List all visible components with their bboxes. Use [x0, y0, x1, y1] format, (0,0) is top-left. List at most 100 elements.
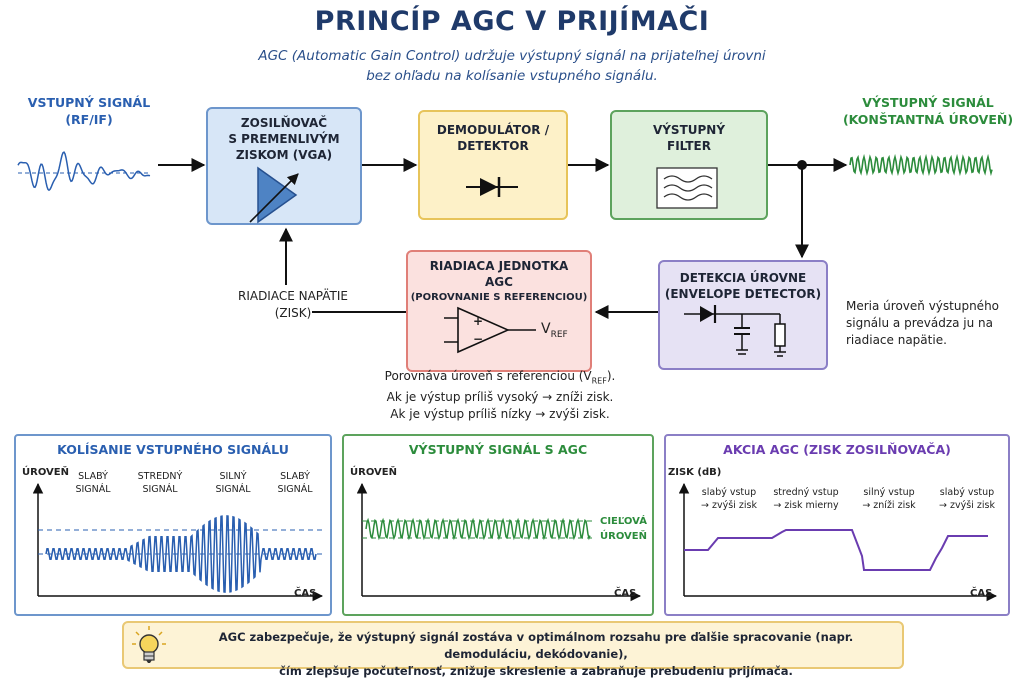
panel-3-y-label: ZISK (dB) [668, 467, 722, 478]
control-voltage-line-2: (ZISK) [274, 306, 312, 320]
level-detection-title: DETEKCIA ÚROVNE (ENVELOPE DETECTOR) [660, 270, 826, 302]
agc-note-line-3: Ak je výstup príliš nízky → zvýši zisk. [390, 407, 610, 422]
p3-l2-b: → zníži zisk [862, 500, 916, 511]
envelope-detector-schematic [684, 305, 786, 357]
input-variation-waveform [45, 515, 317, 593]
vga-block: ZOSILŇOVAČ S PREMENLIVÝM ZISKOM (VGA) [206, 107, 362, 225]
panel-2-y-label: ÚROVEŇ [350, 467, 397, 478]
vga-title-line-1: ZOSILŇOVAČ [240, 116, 328, 130]
target-level-line-1: CIEĽOVÁ [600, 516, 647, 527]
demodulator-title-line-2: DETEKTOR [457, 139, 529, 153]
panel-output-with-agc: VÝSTUPNÝ SIGNÁL S AGC ÚROVEŇ ČAS CIEĽOVÁ… [342, 434, 654, 616]
input-signal-label-line-1: VSTUPNÝ SIGNÁL [27, 95, 151, 110]
output-signal-label-line-2: (KONŠTANTNÁ ÚROVEŇ) [842, 112, 1014, 127]
panel-agc-action-chart [678, 482, 998, 602]
level-title-line-2: (ENVELOPE DETECTOR) [664, 287, 822, 301]
footer-text: AGC zabezpečuje, že výstupný signál zost… [180, 629, 892, 680]
filter-title-line-1: VÝSTUPNÝ [652, 123, 726, 137]
p1-l1-a: STREDNÝ [137, 471, 183, 482]
target-level-label: CIEĽOVÁ ÚROVEŇ [600, 514, 647, 544]
level-note-line-3: riadiace napätie. [846, 333, 947, 347]
level-title-line-1: DETEKCIA ÚROVNE [679, 271, 807, 285]
subtitle-line-1: AGC (Automatic Gain Control) udržuje výs… [258, 48, 766, 64]
panel-3-label-4: slabý vstup → zvýši zisk [932, 486, 1002, 512]
filter-icon [656, 167, 718, 209]
agc-note-line-1-end: ). [606, 369, 616, 383]
gain-curve [684, 529, 988, 571]
demodulator-title-line-1: DEMODULÁTOR / [436, 123, 550, 137]
variable-gain-arrow-icon [249, 173, 299, 223]
agc-title-line-3: (POROVNANIE S REFERENCIOU) [410, 292, 588, 303]
level-detection-note: Meria úroveň výstupného signálu a prevád… [846, 298, 1016, 349]
subtitle: AGC (Automatic Gain Control) udržuje výs… [140, 46, 884, 86]
p1-l2-b: SIGNÁL [215, 484, 251, 495]
control-voltage-label: RIADIACE NAPÄTIE (ZISK) [218, 288, 368, 322]
p1-l3-b: SIGNÁL [277, 484, 313, 495]
panel-1-label-medium: STREDNÝ SIGNÁL [130, 470, 190, 496]
output-waveform [849, 153, 993, 177]
p1-l1-b: SIGNÁL [142, 484, 178, 495]
vref-text: V [541, 321, 551, 337]
agc-title-line-2: AGC [485, 275, 513, 289]
vref-subscript: REF [550, 329, 568, 340]
panel-1-label-weak-2: SLABÝ SIGNÁL [268, 470, 322, 496]
vga-title-line-3: ZISKOM (VGA) [235, 148, 333, 162]
panel-3-label-1: slabý vstup→ zvýši zisk [694, 486, 764, 512]
p1-l2-a: SILNÝ [219, 471, 247, 482]
lightbulb-icon [132, 626, 166, 663]
input-signal-label: VSTUPNÝ SIGNÁL (RF/IF) [14, 94, 164, 128]
panel-1-y-label: ÚROVEŇ [22, 467, 69, 478]
demodulator-block-title: DEMODULÁTOR / DETEKTOR [420, 122, 566, 154]
op-amp-icon [444, 306, 536, 354]
panel-1-label-weak: SLABÝ SIGNÁL [66, 470, 120, 496]
page-title: PRINCÍP AGC V PRIJÍMAČI [314, 6, 710, 37]
panel-agc-action-title: AKCIA AGC (ZISK ZOSILŇOVAČA) [723, 442, 951, 457]
panel-2-x-label: ČAS [614, 588, 637, 599]
vga-title-line-2: S PREMENLIVÝM [228, 132, 340, 146]
subtitle-line-2: bez ohľadu na kolísanie vstupného signál… [366, 68, 658, 84]
input-waveform [17, 151, 151, 192]
p3-l0-a: slabý vstup [701, 487, 757, 498]
summary-footer: AGC zabezpečuje, že výstupný signál zost… [122, 621, 904, 678]
panel-1-x-label: ČAS [294, 588, 317, 599]
p3-l1-b: → zisk mierny [773, 500, 839, 511]
panel-input-variation-chart [32, 482, 324, 602]
level-note-line-2: signálu a prevádza ju na [846, 316, 994, 330]
input-signal-label-line-2: (RF/IF) [65, 112, 113, 127]
footer-line-2: čím zlepšuje počuteľnosť, znižuje skresl… [279, 664, 793, 678]
output-agc-waveform [365, 517, 591, 541]
output-filter-block-title: VÝSTUPNÝ FILTER [612, 122, 766, 154]
demodulator-block: DEMODULÁTOR / DETEKTOR [418, 110, 568, 220]
footer-line-1: AGC zabezpečuje, že výstupný signál zost… [218, 630, 854, 661]
panel-output-title: VÝSTUPNÝ SIGNÁL S AGC [408, 442, 588, 457]
panel-1-label-strong: SILNÝ SIGNÁL [206, 470, 260, 496]
p3-l3-b: → zvýši zisk [939, 500, 995, 511]
p3-l1-a: stredný vstup [773, 487, 839, 498]
p3-l2-a: silný vstup [863, 487, 915, 498]
agc-note-line-1: Porovnáva úroveň s referenciou (VREF). [360, 368, 640, 389]
p1-l3-a: SLABÝ [280, 471, 310, 482]
panel-3-label-2: stredný vstup → zisk mierny [768, 486, 844, 512]
diode-icon [466, 177, 518, 197]
panel-agc-action: AKCIA AGC (ZISK ZOSILŇOVAČA) ZISK (dB) Č… [664, 434, 1010, 616]
p3-l3-a: slabý vstup [939, 487, 995, 498]
p1-l0-a: SLABÝ [78, 471, 108, 482]
panel-3-label-3: silný vstup → zníži zisk [854, 486, 924, 512]
output-filter-block: VÝSTUPNÝ FILTER [610, 110, 768, 220]
op-amp-plus-label: + [473, 314, 484, 328]
op-amp-minus-label: − [473, 332, 484, 346]
p1-l0-b: SIGNÁL [75, 484, 111, 495]
control-voltage-line-1: RIADIACE NAPÄTIE [237, 289, 349, 303]
filter-title-line-2: FILTER [667, 139, 711, 153]
output-signal-label-line-1: VÝSTUPNÝ SIGNÁL [862, 95, 994, 110]
agc-note-subscript: REF [591, 376, 607, 386]
level-note-line-1: Meria úroveň výstupného [846, 299, 1000, 313]
panel-input-variation: KOLÍSANIE VSTUPNÉHO SIGNÁLU ÚROVEŇ ČAS S… [14, 434, 332, 616]
panel-3-x-label: ČAS [970, 588, 993, 599]
output-signal-label: VÝSTUPNÝ SIGNÁL (KONŠTANTNÁ ÚROVEŇ) [838, 94, 1018, 128]
agc-block-title: RIADIACA JEDNOTKA AGC (POROVNANIE S REFE… [408, 258, 590, 306]
agc-unit-note: Porovnáva úroveň s referenciou (VREF). A… [360, 368, 640, 423]
level-detection-block: DETEKCIA ÚROVNE (ENVELOPE DETECTOR) [658, 260, 828, 370]
target-level-line-2: ÚROVEŇ [600, 531, 647, 542]
